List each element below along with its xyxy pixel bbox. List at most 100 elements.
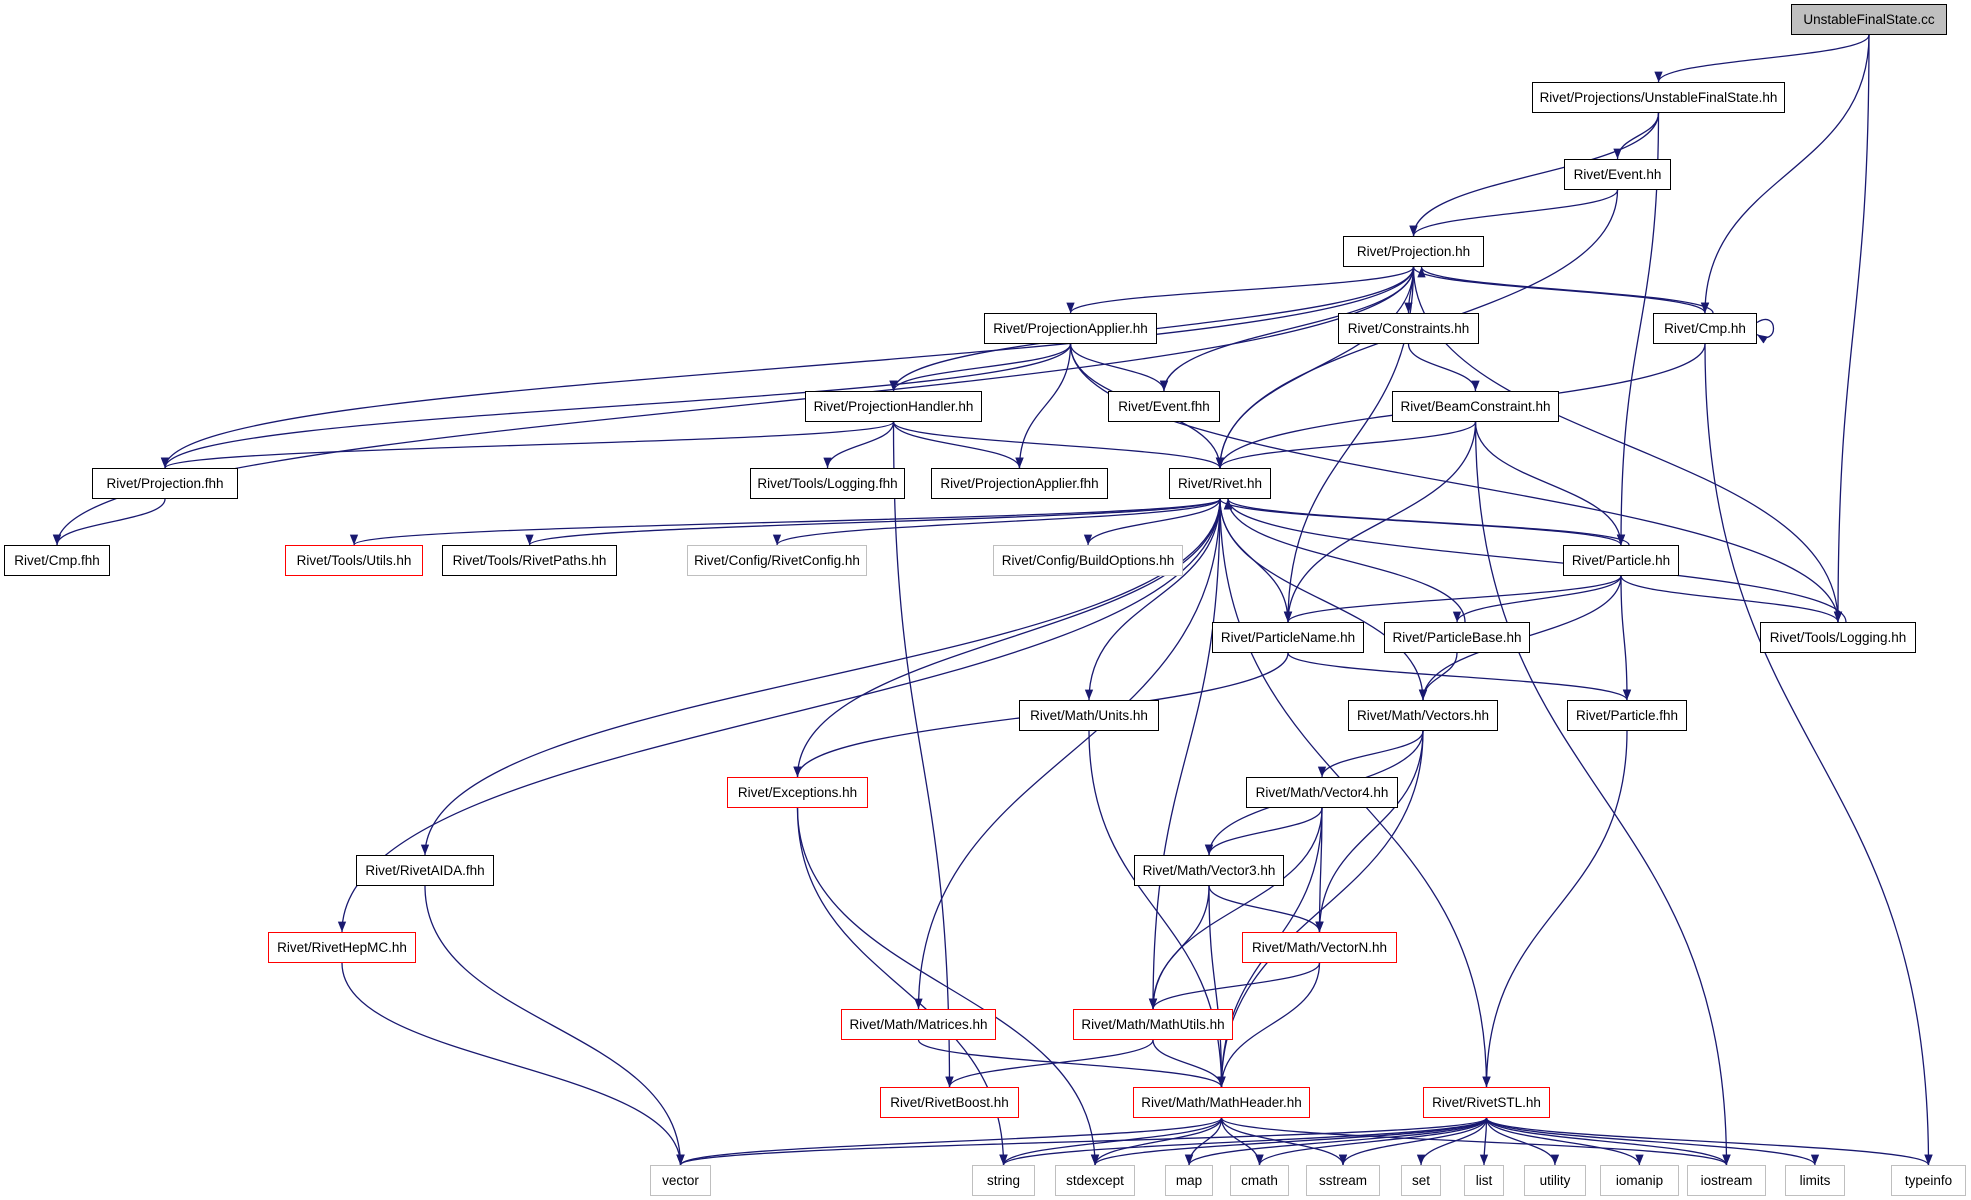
edge-beamconstraint_hh-to-particlename_hh: [1283, 421, 1477, 623]
edge-rivet_hh-to-rivetpaths_hh: [525, 498, 1221, 546]
edge-root-to-cmp_hh: [1700, 34, 1870, 314]
edge-rivetstl_hh-to-list: [1479, 1117, 1489, 1166]
edge-projapplier_hh-to-projapplier_fhh: [1015, 343, 1072, 469]
node-std-limits[interactable]: limits: [1785, 1165, 1845, 1196]
node-tools-rivetpaths-hh[interactable]: Rivet/Tools/RivetPaths.hh: [442, 545, 617, 576]
edge-rivet_hh-to-vectors_hh: [1219, 498, 1428, 701]
edge-matrices_hh-to-mathheader_hh: [917, 1039, 1226, 1088]
edge-beamconstraint_hh-to-rivet_hh: [1215, 421, 1477, 469]
node-std-vector[interactable]: vector: [650, 1165, 711, 1196]
edge-rivetstl_hh-to-string: [999, 1117, 1488, 1166]
edge-mathheader_hh-to-string: [999, 1117, 1223, 1166]
node-std-utility[interactable]: utility: [1524, 1165, 1586, 1196]
node-projection-fhh[interactable]: Rivet/Projection.fhh: [92, 468, 238, 499]
edge-projection_fhh-to-cmp_fhh: [52, 498, 166, 546]
edge-rivetstl_hh-to-limits: [1485, 1117, 1820, 1166]
edge-vectors_hh-to-vector4_hh: [1317, 730, 1424, 778]
edge-particle_hh-to-particle_fhh: [1620, 575, 1632, 701]
edge-rivetstl_hh-to-iomanip: [1485, 1117, 1644, 1166]
node-particlename-hh[interactable]: Rivet/ParticleName.hh: [1212, 622, 1364, 653]
edge-ufs_hh-to-particle_hh: [1616, 112, 1660, 546]
node-tools-utils-hh[interactable]: Rivet/Tools/Utils.hh: [285, 545, 423, 576]
node-particle-fhh[interactable]: Rivet/Particle.fhh: [1567, 700, 1687, 731]
edge-mathheader_hh-to-stdexcept: [1090, 1117, 1223, 1166]
edge-particlebase_hh-to-vectors_hh: [1418, 652, 1458, 701]
edge-vector3_hh-to-mathheader_hh: [1208, 885, 1226, 1088]
edge-ufs_hh-to-projection_hh: [1409, 112, 1660, 237]
node-std-list[interactable]: list: [1464, 1165, 1504, 1196]
node-math-vector3-hh[interactable]: Rivet/Math/Vector3.hh: [1134, 855, 1284, 886]
edge-rivetstl_hh-to-map: [1184, 1117, 1488, 1166]
edge-rivetstl_hh-to-sstream: [1338, 1117, 1488, 1166]
node-rivetboost-hh[interactable]: Rivet/RivetBoost.hh: [880, 1087, 1019, 1118]
edge-particlename_hh-to-particle_fhh: [1287, 652, 1632, 701]
node-projectionhandler-hh[interactable]: Rivet/ProjectionHandler.hh: [805, 391, 982, 422]
edge-ufs_hh-to-event_hh: [1613, 112, 1660, 160]
edge-projection_hh-to-rivet_hh: [1215, 266, 1415, 469]
node-std-sstream[interactable]: sstream: [1306, 1165, 1380, 1196]
node-std-iomanip[interactable]: iomanip: [1600, 1165, 1679, 1196]
node-constraints-hh[interactable]: Rivet/Constraints.hh: [1338, 313, 1479, 344]
edge-projection_hh-to-projection_fhh: [160, 266, 1415, 469]
edge-particlebase_hh-to-rivet_hh: [1223, 498, 1466, 623]
node-particle-hh[interactable]: Rivet/Particle.hh: [1563, 545, 1679, 576]
node-math-vector4-hh[interactable]: Rivet/Math/Vector4.hh: [1246, 777, 1398, 808]
edge-rivetstl_hh-to-typeinfo: [1485, 1117, 1933, 1166]
edge-rivet_hh-to-rivetconfig_hh: [773, 498, 1221, 546]
edge-projhandler_hh-to-rivet_hh: [892, 421, 1225, 469]
node-event-hh[interactable]: Rivet/Event.hh: [1564, 159, 1671, 190]
node-math-vectorn-hh[interactable]: Rivet/Math/VectorN.hh: [1242, 932, 1397, 963]
node-math-matrices-hh[interactable]: Rivet/Math/Matrices.hh: [841, 1009, 996, 1040]
node-std-stdexcept[interactable]: stdexcept: [1055, 1165, 1135, 1196]
node-beamconstraint-hh[interactable]: Rivet/BeamConstraint.hh: [1392, 391, 1559, 422]
node-cmp-hh[interactable]: Rivet/Cmp.hh: [1653, 313, 1757, 344]
edge-projhandler_hh-to-rivetboost_hh: [892, 421, 954, 1088]
node-rivetstl-hh[interactable]: Rivet/RivetSTL.hh: [1423, 1087, 1550, 1118]
edge-mathheader_hh-to-vector: [676, 1117, 1223, 1166]
node-rivetaida-fhh[interactable]: Rivet/RivetAIDA.fhh: [356, 855, 494, 886]
node-math-mathutils-hh[interactable]: Rivet/Math/MathUtils.hh: [1073, 1009, 1233, 1040]
edge-rivet_hh-to-rivethepmc_hh: [337, 498, 1221, 933]
node-rivethepmc-hh[interactable]: Rivet/RivetHepMC.hh: [268, 932, 416, 963]
node-particlebase-hh[interactable]: Rivet/ParticleBase.hh: [1384, 622, 1530, 653]
edge-vectors_hh-to-vectorn_hh: [1315, 730, 1424, 933]
edge-root-to-logging_hh: [1833, 34, 1870, 623]
edge-logging_hh-to-rivet_hh: [1223, 498, 1847, 623]
node-std-map[interactable]: map: [1165, 1165, 1213, 1196]
node-std-set[interactable]: set: [1401, 1165, 1441, 1196]
edge-rivet_hh-to-exceptions_hh: [793, 498, 1221, 778]
node-projectionapplier-hh[interactable]: Rivet/ProjectionApplier.hh: [984, 313, 1157, 344]
node-tools-logging-hh[interactable]: Rivet/Tools/Logging.hh: [1760, 622, 1916, 653]
node-std-iostream[interactable]: iostream: [1687, 1165, 1766, 1196]
node-cmp-fhh[interactable]: Rivet/Cmp.fhh: [4, 545, 110, 576]
node-math-units-hh[interactable]: Rivet/Math/Units.hh: [1019, 700, 1159, 731]
node-config-buildoptions-hh[interactable]: Rivet/Config/BuildOptions.hh: [993, 545, 1183, 576]
node-projectionapplier-fhh[interactable]: Rivet/ProjectionApplier.fhh: [931, 468, 1108, 499]
edge-cmp_hh-to-cmp_hh: [1756, 319, 1775, 344]
node-math-mathheader-hh[interactable]: Rivet/Math/MathHeader.hh: [1133, 1087, 1310, 1118]
edge-rivetstl_hh-to-utility: [1485, 1117, 1560, 1166]
edge-vector3_hh-to-mathutils_hh: [1148, 885, 1210, 1010]
node-unstablefinalstate-cc[interactable]: UnstableFinalState.cc: [1791, 4, 1947, 35]
node-std-typeinfo[interactable]: typeinfo: [1891, 1165, 1966, 1196]
edge-rivet_hh-to-units_hh: [1084, 498, 1221, 701]
node-std-cmath[interactable]: cmath: [1230, 1165, 1289, 1196]
edge-beamconstraint_hh-to-particle_hh: [1474, 421, 1626, 546]
node-projections-unstablefinalstate-hh[interactable]: Rivet/Projections/UnstableFinalState.hh: [1532, 82, 1785, 113]
node-event-fhh[interactable]: Rivet/Event.fhh: [1108, 391, 1220, 422]
node-std-string[interactable]: string: [972, 1165, 1035, 1196]
node-exceptions-hh[interactable]: Rivet/Exceptions.hh: [727, 777, 868, 808]
edge-particle_hh-to-logging_hh: [1620, 575, 1843, 623]
node-config-rivetconfig-hh[interactable]: Rivet/Config/RivetConfig.hh: [687, 545, 867, 576]
node-rivet-hh[interactable]: Rivet/Rivet.hh: [1169, 468, 1271, 499]
edge-projapplier_hh-to-event_fhh: [1069, 343, 1169, 392]
node-tools-logging-fhh[interactable]: Rivet/Tools/Logging.fhh: [750, 468, 905, 499]
edge-vector4_hh-to-vector3_hh: [1204, 807, 1323, 856]
edge-rivetstl_hh-to-vector: [676, 1117, 1488, 1166]
edge-rivet_hh-to-buildoptions_hh: [1083, 498, 1221, 546]
node-math-vectors-hh[interactable]: Rivet/Math/Vectors.hh: [1348, 700, 1498, 731]
node-projection-hh[interactable]: Rivet/Projection.hh: [1343, 236, 1484, 267]
edge-event_hh-to-projection_hh: [1409, 189, 1619, 237]
